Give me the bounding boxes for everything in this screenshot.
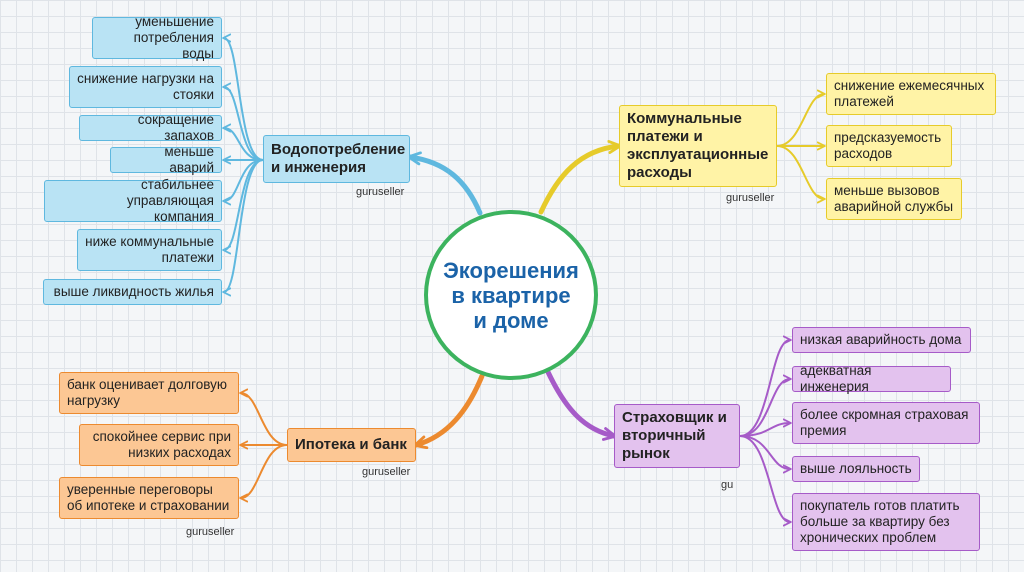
subtopic-label: спокойнее сервис при низких расходах	[92, 429, 231, 460]
topic-water-engineering[interactable]: Водопотребление и инженерия	[263, 135, 410, 183]
subtopic-label: сокращение запахов	[137, 112, 214, 143]
subtopic-utilities-0[interactable]: снижение ежемесячных платежей	[826, 73, 996, 115]
subtopic-water-3[interactable]: меньше аварий	[110, 144, 222, 175]
central-topic-label: Экорешения в квартире и доме	[443, 257, 579, 333]
subtopic-label: более скромная страховая премия	[800, 407, 969, 438]
subtopic-water-2[interactable]: сокращение запахов	[79, 112, 222, 143]
subtopic-label: снижение ежемесячных платежей	[834, 78, 985, 109]
topic-label: Ипотека и банк	[295, 436, 407, 453]
connector-main-utilities	[538, 140, 622, 215]
subtopic-insurance-1[interactable]: адекватная инженерия	[792, 363, 951, 394]
connector-mortgage-0	[239, 388, 288, 446]
subtopic-insurance-4[interactable]: покупатель готов платить больше за кварт…	[792, 493, 980, 551]
subtopic-water-4[interactable]: стабильнее управляющая компания	[44, 177, 222, 224]
connector-main-mortgage	[413, 373, 485, 450]
watermark: guruseller	[726, 192, 775, 204]
connector-utilities-2	[776, 145, 826, 204]
subtopic-label: стабильнее управляющая компания	[126, 177, 214, 224]
topic-label: Коммунальные платежи и эксплуатационные …	[627, 110, 769, 181]
subtopic-label: низкая аварийность дома	[800, 332, 962, 347]
connector-insurance-4	[739, 435, 792, 527]
subtopic-label: адекватная инженерия	[800, 363, 872, 394]
subtopic-label: выше ликвидность жилья	[53, 284, 214, 299]
watermark: guruseller	[356, 186, 405, 198]
subtopic-label: банк оценивает долговую нагрузку	[67, 377, 228, 408]
subtopic-water-1[interactable]: снижение нагрузки на стояки	[69, 66, 222, 108]
connector-mortgage-2	[239, 444, 288, 503]
subtopic-label: уменьшение потребления воды	[133, 14, 214, 61]
subtopic-insurance-3[interactable]: выше лояльность	[792, 456, 920, 482]
connector-insurance-1	[739, 374, 792, 437]
subtopic-mortgage-0[interactable]: банк оценивает долговую нагрузку	[59, 372, 239, 414]
subtopic-label: выше лояльность	[800, 461, 912, 476]
subtopic-utilities-2[interactable]: меньше вызовов аварийной службы	[826, 178, 962, 220]
connector-main-insurance	[545, 369, 617, 441]
topic-insurance[interactable]: Страховщик и вторичный рынок	[614, 404, 740, 468]
connector-utilities-0	[776, 89, 826, 147]
connector-water-1	[222, 82, 264, 161]
topic-mortgage[interactable]: Ипотека и банк	[287, 428, 416, 462]
subtopic-label: покупатель готов платить больше за кварт…	[800, 498, 960, 545]
topic-label: Водопотребление и инженерия	[271, 141, 406, 176]
central-topic[interactable]: Экорешения в квартире и доме	[424, 210, 598, 380]
subtopic-label: уверенные переговоры об ипотеке и страхо…	[67, 482, 230, 513]
connector-water-0	[222, 33, 264, 161]
subtopic-insurance-0[interactable]: низкая аварийность дома	[792, 327, 971, 353]
connector-water-4	[222, 159, 264, 206]
subtopic-mortgage-2[interactable]: уверенные переговоры об ипотеке и страхо…	[59, 477, 239, 519]
connector-insurance-3	[739, 435, 792, 474]
watermark: guruseller	[362, 466, 411, 478]
subtopic-label: меньше вызовов аварийной службы	[834, 183, 954, 214]
connector-insurance-0	[739, 335, 792, 437]
topic-label: Страховщик и вторичный рынок	[622, 409, 727, 462]
subtopic-mortgage-1[interactable]: спокойнее сервис при низких расходах	[79, 424, 239, 466]
topic-utilities[interactable]: Коммунальные платежи и эксплуатационные …	[619, 105, 777, 187]
subtopic-utilities-1[interactable]: предсказуемость расходов	[826, 125, 952, 167]
subtopic-water-6[interactable]: выше ликвидность жилья	[43, 279, 222, 305]
watermark: guruseller	[186, 526, 235, 538]
connector-main-water	[407, 151, 483, 216]
watermark: gu	[721, 479, 734, 491]
subtopic-water-0[interactable]: уменьшение потребления воды	[92, 14, 222, 61]
subtopic-label: предсказуемость расходов	[834, 130, 942, 161]
subtopic-label: снижение нагрузки на стояки	[77, 71, 214, 102]
subtopic-insurance-2[interactable]: более скромная страховая премия	[792, 402, 980, 444]
connector-water-6	[222, 159, 264, 297]
subtopic-label: меньше аварий	[164, 144, 214, 175]
subtopic-water-5[interactable]: ниже коммунальные платежи	[77, 229, 222, 271]
subtopic-label: ниже коммунальные платежи	[85, 234, 214, 265]
